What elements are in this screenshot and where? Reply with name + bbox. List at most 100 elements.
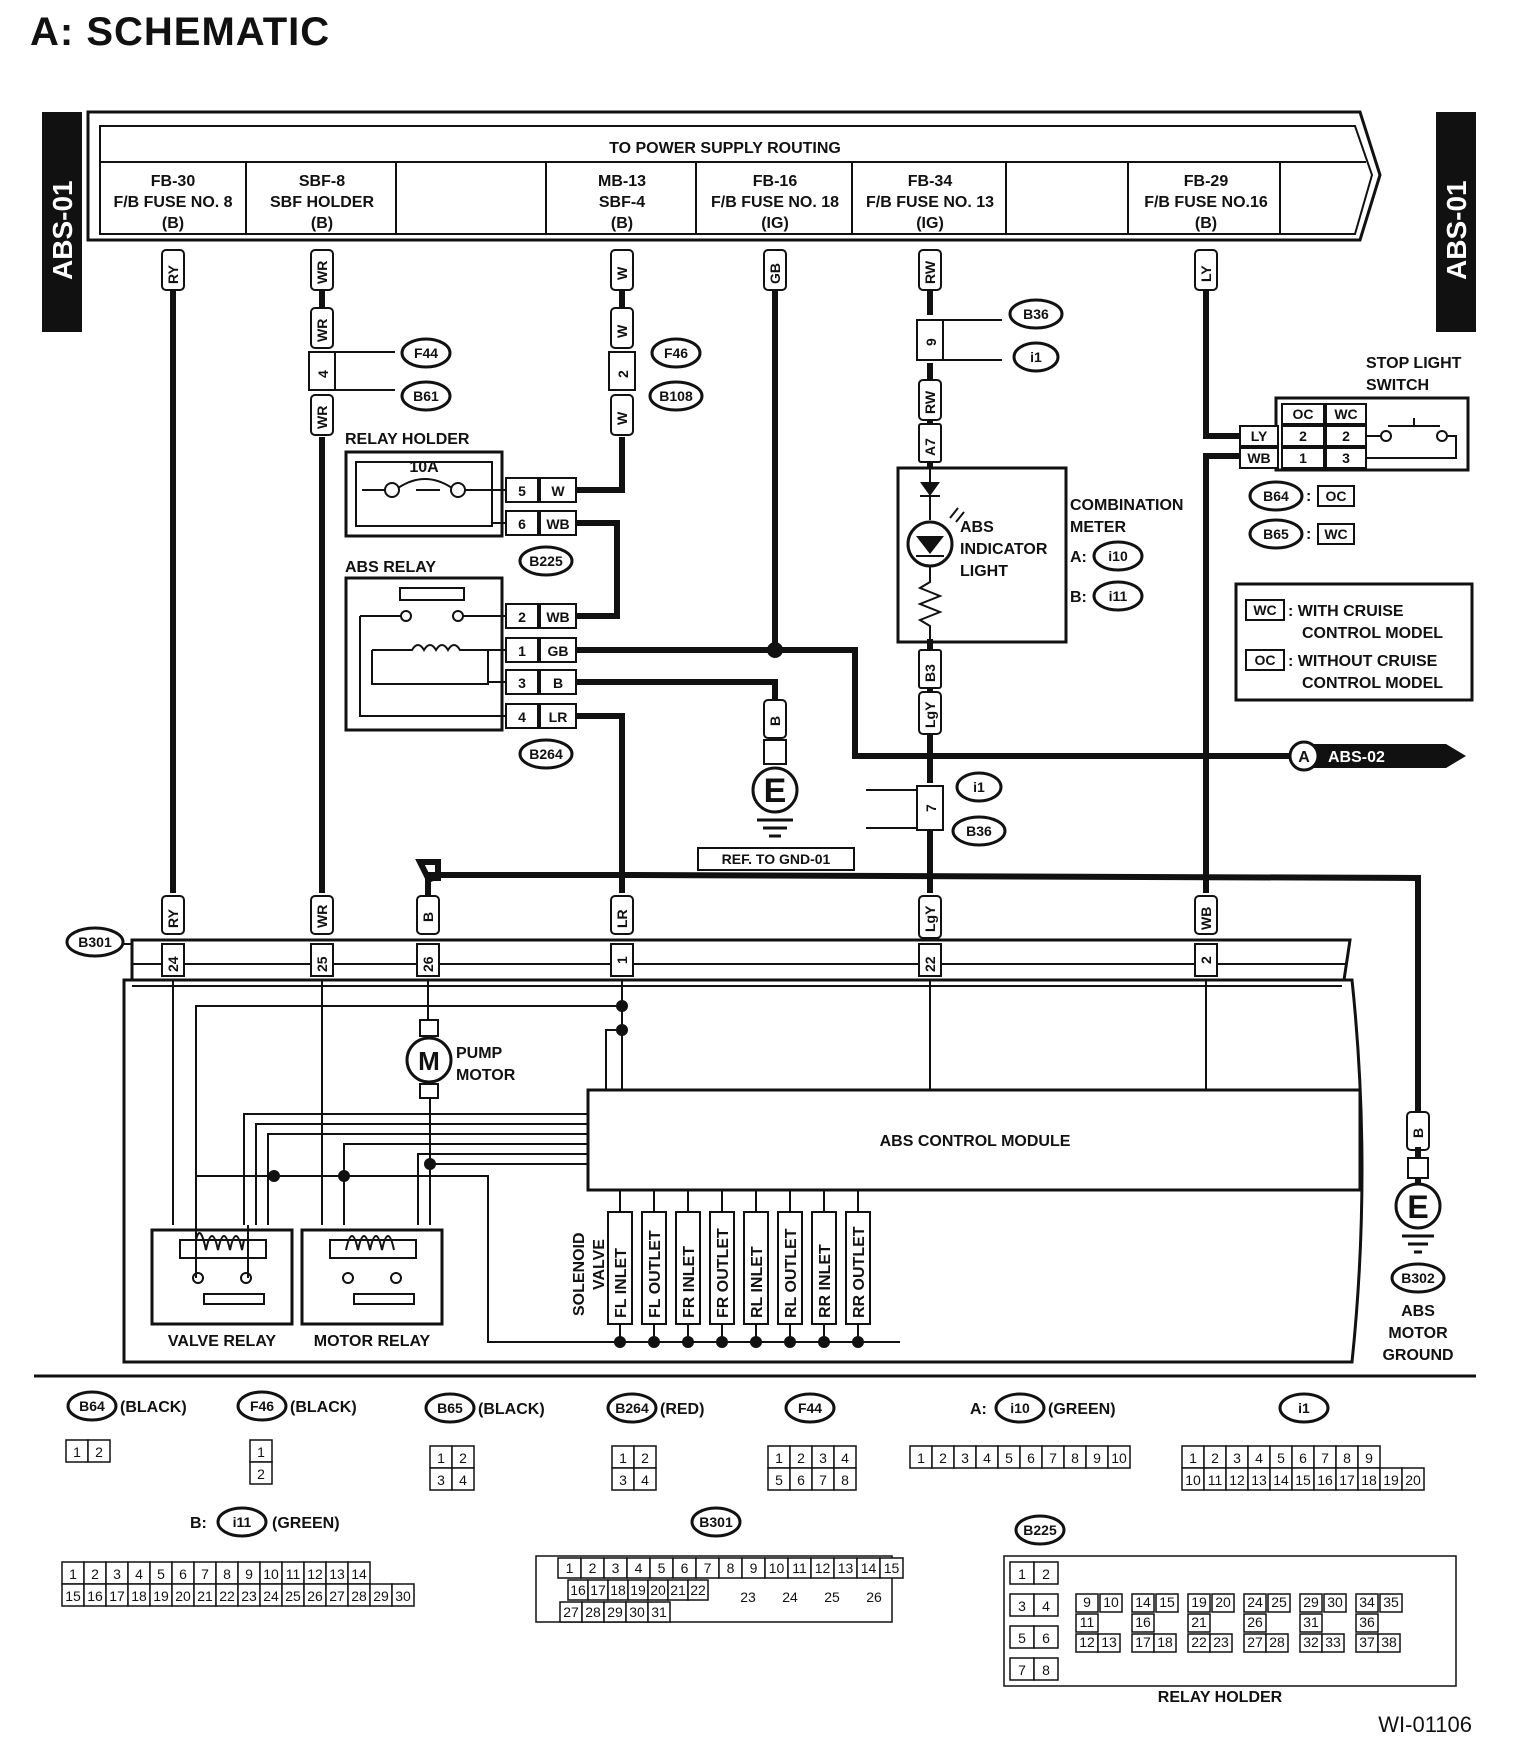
svg-text:VALVE RELAY: VALVE RELAY <box>168 1333 277 1350</box>
svg-text:2: 2 <box>615 370 631 378</box>
ground-gnd01: E REF. TO GND-01 <box>697 739 855 871</box>
svg-text:4: 4 <box>315 370 331 378</box>
svg-text:CONTROL MODEL: CONTROL MODEL <box>1302 625 1443 642</box>
pin-label: 22 <box>219 1588 235 1604</box>
pin-label: 29 <box>607 1604 623 1620</box>
pin-label: 30 <box>629 1604 645 1620</box>
pin-label: 4 <box>841 1450 849 1466</box>
pin-label: 8 <box>841 1472 849 1488</box>
fuse-2-l1: SBF-8 <box>299 173 345 190</box>
pin-label: 15 <box>1295 1472 1311 1488</box>
pin-label: 11 <box>286 1566 301 1582</box>
solenoid-rr-outlet: RR OUTLET <box>845 1190 871 1348</box>
stop-light-switch: STOP LIGHT SWITCH OC WC 2 2 1 3 LY WB B6… <box>1239 355 1470 550</box>
pin-label: 22 <box>1191 1634 1207 1650</box>
pin-label: 16 <box>570 1582 586 1598</box>
svg-text:5: 5 <box>518 483 526 499</box>
pin-label: 7 <box>819 1472 827 1488</box>
svg-text:B65: B65 <box>1263 526 1289 542</box>
pin-label: 18 <box>610 1582 626 1598</box>
pin-label: 25 <box>1271 1594 1287 1610</box>
pin-label: 3 <box>961 1450 969 1466</box>
tag-w-2: W <box>610 307 634 349</box>
pin-label: 1 <box>69 1566 77 1582</box>
solenoid-rr-inlet: RR INLET <box>811 1190 837 1348</box>
tag-a7: A7 <box>918 423 942 463</box>
pin-label: 26 <box>1247 1614 1263 1630</box>
pin-label: 28 <box>351 1588 367 1604</box>
pin-label: 20 <box>1405 1472 1421 1488</box>
pin-label: 1 <box>73 1444 81 1460</box>
fuse-1-l2: F/B FUSE NO. 8 <box>113 194 232 211</box>
svg-text:i1: i1 <box>973 779 985 795</box>
pin-label: 14 <box>1135 1594 1151 1610</box>
pin-label: 7 <box>201 1566 209 1582</box>
connector-color: (BLACK) <box>290 1399 357 1416</box>
svg-text:B36: B36 <box>1023 306 1049 322</box>
left-tab-label: ABS-01 <box>47 180 78 280</box>
svg-text:2: 2 <box>518 609 526 625</box>
svg-text:B:: B: <box>1070 589 1087 606</box>
pin-label: 16 <box>1135 1614 1151 1630</box>
svg-text:B302: B302 <box>1401 1270 1435 1286</box>
pin-label: 2 <box>641 1450 649 1466</box>
pin-label: 3 <box>1233 1450 1241 1466</box>
svg-text:22: 22 <box>922 956 938 972</box>
pin-label: 21 <box>1191 1614 1207 1630</box>
relay-holder-label: RELAY HOLDER <box>345 431 470 448</box>
fuse-3-l1: MB-13 <box>598 173 646 190</box>
solenoid-label: RL OUTLET <box>783 1228 800 1318</box>
pin-label: 1 <box>775 1450 783 1466</box>
solenoid-valves: SOLENOID VALVE <box>490 1232 900 1343</box>
svg-text:B61: B61 <box>413 388 439 404</box>
tag-w-top: W <box>610 249 634 291</box>
svg-text:WC: WC <box>1324 526 1347 542</box>
svg-text:CONTROL MODEL: CONTROL MODEL <box>1302 675 1443 692</box>
svg-text:LR: LR <box>549 709 568 725</box>
pin-label: 16 <box>1317 1472 1333 1488</box>
fuse-6-l3: (B) <box>1195 215 1217 232</box>
tag-wr-top: WR <box>310 249 334 291</box>
pin-label: 9 <box>245 1566 253 1582</box>
tag-wb-bot: WB <box>1194 895 1218 935</box>
connector-badge: i11 <box>233 1514 252 1530</box>
svg-text:WB: WB <box>1198 907 1214 930</box>
pin-label: 19 <box>630 1582 646 1598</box>
pin-label: 12 <box>815 1560 831 1576</box>
pin-label: 6 <box>797 1472 805 1488</box>
pin-label: 2 <box>91 1566 99 1582</box>
pin-label: 1 <box>917 1450 925 1466</box>
svg-text:B225: B225 <box>529 553 563 569</box>
svg-text:REF. TO GND-01: REF. TO GND-01 <box>722 851 831 867</box>
b301-connector: B301 24 25 26 1 22 2 <box>65 926 1352 982</box>
tag-rw-top: RW <box>918 249 942 291</box>
svg-text:OC: OC <box>1326 488 1347 504</box>
svg-text:25: 25 <box>314 956 330 972</box>
pin-label: 2 <box>459 1450 467 1466</box>
svg-text:GB: GB <box>548 643 569 659</box>
pin-label: 10 <box>1111 1450 1127 1466</box>
pin-label: 31 <box>1303 1614 1319 1630</box>
pin-label: 31 <box>651 1604 667 1620</box>
solenoid-label: RL INLET <box>749 1246 766 1318</box>
svg-text:i1: i1 <box>1030 349 1042 365</box>
abs-motor-ground: E B302 ABS MOTOR GROUND <box>1382 1147 1454 1364</box>
pin-label: 4 <box>635 1560 643 1576</box>
abs-control-module: ABS CONTROL MODULE <box>586 1088 1362 1192</box>
pin-label: 4 <box>459 1472 467 1488</box>
pin-label: 6 <box>1042 1630 1050 1646</box>
svg-text:INDICATOR: INDICATOR <box>960 541 1048 558</box>
svg-text:ABS CONTROL MODULE: ABS CONTROL MODULE <box>880 1133 1071 1150</box>
pin-label: 1 <box>1018 1566 1026 1582</box>
pin-label: 7 <box>1321 1450 1329 1466</box>
svg-text:WR: WR <box>314 406 330 429</box>
pin-label: 4 <box>641 1472 649 1488</box>
pin-label: 2 <box>939 1450 947 1466</box>
pin-label: 4 <box>1042 1598 1050 1614</box>
fuse-2-l3: (B) <box>311 215 333 232</box>
solenoid-label: FL INLET <box>613 1248 630 1318</box>
svg-text:GB: GB <box>767 263 783 284</box>
